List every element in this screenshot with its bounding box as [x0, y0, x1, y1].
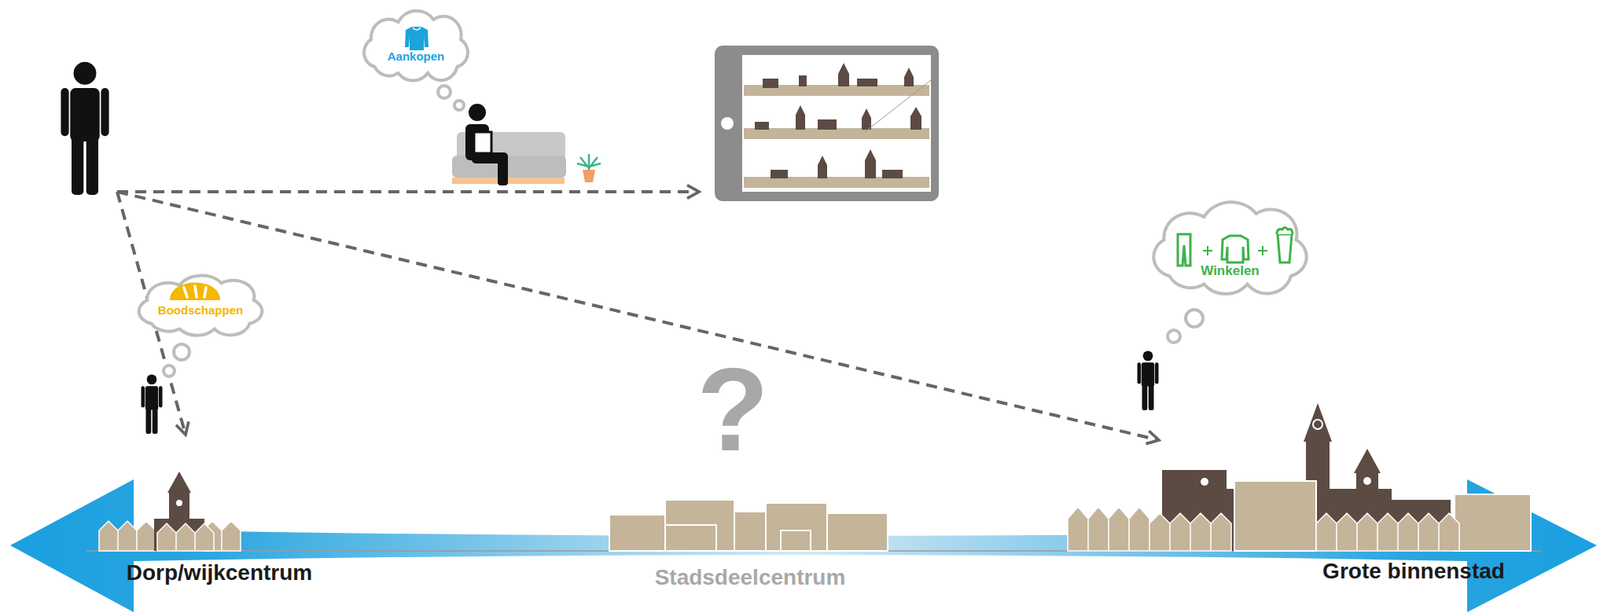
place-label: Dorp/wijkcentrum: [126, 560, 313, 586]
person-figure: [141, 374, 163, 435]
city-illustration: [1067, 403, 1531, 552]
tablet: [714, 45, 939, 202]
dashed-arrows: [117, 191, 1159, 441]
district-centre-illustration: [609, 500, 888, 552]
sofa-scene: [452, 103, 601, 186]
thought-cloud: Aankopen: [356, 4, 475, 82]
cloud-shape: [1153, 202, 1306, 295]
thought-bubbles: [163, 85, 1203, 377]
cloud-shape: [364, 11, 468, 81]
person-figure: [60, 62, 109, 195]
cloud-caption: Winkelen: [1143, 263, 1317, 280]
cloud-outline: [356, 4, 475, 82]
village-illustration: [99, 471, 241, 552]
person-figure: [1137, 350, 1159, 411]
shopping-icons: [1177, 228, 1293, 267]
sweater-icon: [404, 26, 429, 51]
bread-icon: [169, 283, 221, 302]
thought-cloud: Boodschappen: [130, 270, 271, 337]
place-label: Grote binnenstad: [1322, 559, 1505, 585]
question-mark: ?: [696, 342, 769, 479]
cloud-caption: Aankopen: [356, 49, 475, 63]
thought-cloud: Winkelen: [1143, 194, 1317, 296]
place-label: Stadsdeelcentrum: [654, 565, 846, 591]
cloud-outline: [1143, 194, 1317, 296]
cloud-caption: Boodschappen: [130, 303, 271, 317]
